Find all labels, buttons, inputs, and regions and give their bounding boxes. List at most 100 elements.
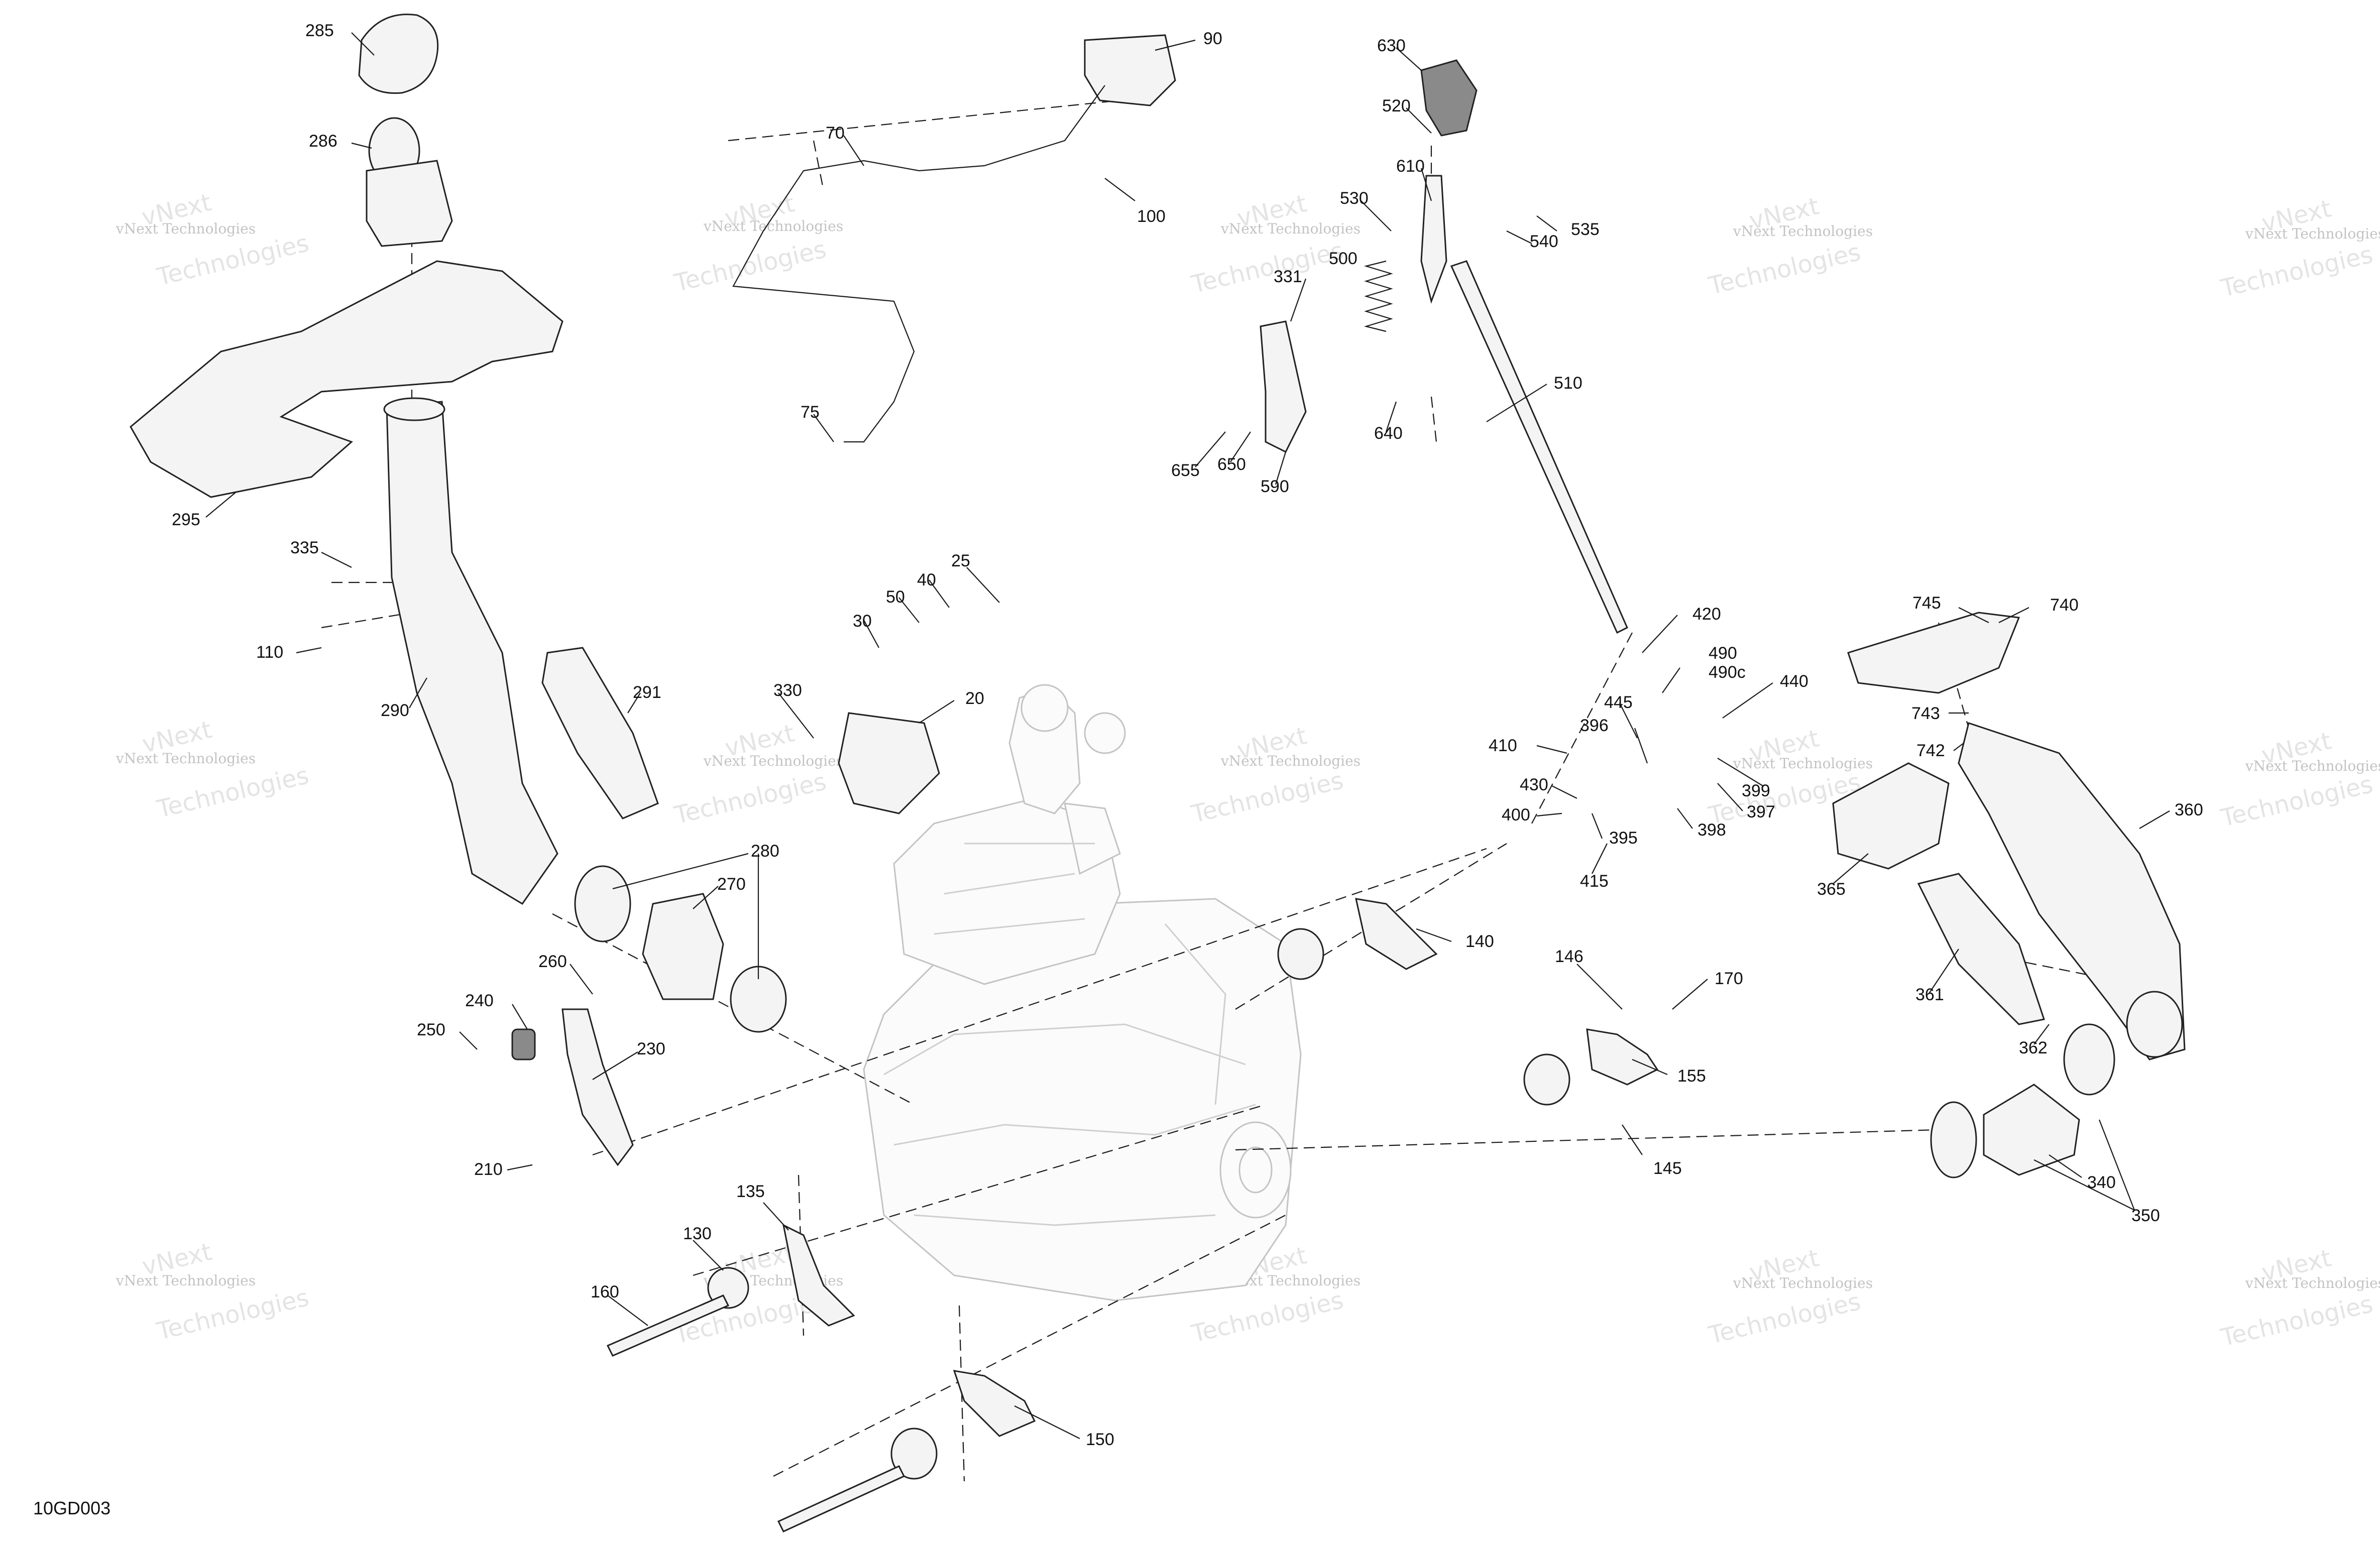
leader-lines — [205, 32, 2170, 1439]
part-label-230: 230 — [637, 1039, 665, 1058]
part-150-bracket — [953, 1370, 1036, 1437]
part-label-75: 75 — [801, 403, 820, 422]
part-label-490c: 490c — [1709, 663, 1746, 682]
part-label-150: 150 — [1086, 1430, 1114, 1449]
part-label-396: 396 — [1580, 716, 1609, 735]
part-label-146: 146 — [1555, 947, 1583, 966]
part-280-clamp — [574, 865, 631, 942]
svg-text:vNext Technologies: vNext Technologies — [703, 753, 843, 769]
svg-text:vNext Technologies: vNext Technologies — [1220, 220, 1361, 237]
watermark: vNext Technologies vNext Technologies — [671, 719, 843, 829]
part-labels: 285 286 295 335 110 290 291 280 270 260 … — [172, 21, 2203, 1449]
svg-text:vNext Technologies: vNext Technologies — [2245, 758, 2380, 774]
part-label-440: 440 — [1780, 672, 1808, 691]
part-label-415: 415 — [1580, 872, 1609, 891]
svg-text:Technologies: Technologies — [1188, 766, 1346, 828]
part-155-mount — [1523, 1053, 1570, 1106]
part-label-100: 100 — [1137, 207, 1166, 226]
part-label-740: 740 — [2050, 596, 2079, 615]
svg-text:vNext Technologies: vNext Technologies — [116, 220, 256, 237]
part-150-mount — [890, 1428, 938, 1480]
part-label-640: 640 — [1374, 424, 1403, 443]
part-label-520: 520 — [1382, 96, 1411, 115]
part-label-130: 130 — [683, 1224, 712, 1243]
watermark: vNext Technologies vNext Technologies — [2218, 727, 2380, 833]
part-label-630: 630 — [1377, 36, 1406, 55]
svg-text:Technologies: Technologies — [154, 761, 311, 823]
part-500-spring — [1364, 260, 1393, 332]
svg-text:vNext Technologies: vNext Technologies — [116, 750, 256, 767]
watermark: vNext Technologies vNext Technologies — [1706, 192, 1873, 300]
svg-text:Technologies: Technologies — [154, 229, 311, 291]
svg-text:vNext Technologies: vNext Technologies — [1733, 755, 1873, 772]
watermark: vNext Technologies vNext Technologies — [1706, 1244, 1873, 1350]
part-label-155: 155 — [1677, 1066, 1706, 1086]
watermark: vNext Technologies vNext Technologies — [2218, 1244, 2380, 1352]
part-155-bracket — [1586, 1028, 1659, 1086]
part-340-coupler — [1983, 1084, 2080, 1176]
part-label-398: 398 — [1697, 820, 1726, 840]
part-label-331: 331 — [1274, 267, 1302, 286]
part-label-399: 399 — [1742, 781, 1770, 800]
part-label-535: 535 — [1571, 220, 1600, 239]
part-70-harness — [732, 85, 1105, 443]
svg-text:Technologies: Technologies — [671, 767, 829, 829]
svg-text:Technologies: Technologies — [1188, 236, 1346, 299]
svg-text:Technologies: Technologies — [2218, 770, 2375, 833]
watermark: vNext Technologies vNext Technologies — [116, 188, 311, 291]
part-286-inlet-body — [366, 160, 453, 247]
part-160-bolt — [606, 1294, 730, 1357]
part-350-clamp — [2063, 1023, 2115, 1096]
svg-text:Technologies: Technologies — [1188, 1286, 1346, 1348]
svg-text:Technologies: Technologies — [2218, 241, 2375, 303]
part-label-500: 500 — [1329, 249, 1357, 268]
part-label-210: 210 — [474, 1160, 503, 1179]
part-label-50: 50 — [886, 587, 905, 607]
part-365-boot — [1832, 762, 1950, 870]
part-label-742: 742 — [1916, 741, 1945, 760]
part-label-410: 410 — [1489, 736, 1517, 755]
part-label-291: 291 — [633, 683, 661, 702]
part-20-module — [838, 712, 940, 814]
part-510-rod — [1450, 260, 1628, 634]
svg-text:Technologies: Technologies — [1706, 1287, 1863, 1350]
part-610-lever — [1420, 175, 1447, 304]
watermark: vNext Technologies vNext Technologies — [2218, 194, 2380, 303]
part-140-bracket — [1355, 898, 1438, 970]
svg-text:vNext Technologies: vNext Technologies — [1733, 223, 1873, 240]
part-740-bracket — [1847, 612, 2020, 694]
watermark: vNext Technologies vNext Technologies — [116, 716, 311, 823]
part-label-286: 286 — [309, 132, 337, 151]
watermark: vNext Technologies vNext Technologies — [1188, 722, 1361, 828]
part-590-linkage — [1260, 320, 1307, 453]
svg-text:vNext Technologies: vNext Technologies — [116, 1272, 256, 1289]
part-label-350: 350 — [2131, 1206, 2160, 1225]
part-350-clamp — [1930, 1101, 1977, 1178]
part-label-362: 362 — [2019, 1038, 2048, 1057]
part-361-liner — [1917, 873, 2045, 1025]
part-label-395: 395 — [1609, 828, 1638, 848]
part-label-655: 655 — [1171, 461, 1200, 480]
part-label-20: 20 — [965, 689, 984, 708]
svg-text:Technologies: Technologies — [154, 1283, 311, 1346]
part-label-25: 25 — [951, 551, 970, 570]
svg-text:vNext Technologies: vNext Technologies — [2245, 1275, 2380, 1291]
part-label-30: 30 — [853, 612, 872, 631]
part-label-743: 743 — [1911, 704, 1940, 723]
watermark: vNext Technologies vNext Technologies — [116, 1238, 311, 1346]
part-label-160: 160 — [591, 1282, 619, 1301]
part-label-361: 361 — [1915, 985, 1944, 1004]
part-label-530: 530 — [1340, 189, 1369, 208]
svg-text:vNext Technologies: vNext Technologies — [1733, 1275, 1873, 1291]
part-label-270: 270 — [717, 875, 746, 894]
part-label-430: 430 — [1520, 775, 1548, 794]
part-290-duct — [386, 401, 558, 905]
part-label-610: 610 — [1396, 157, 1425, 176]
svg-text:vNext Technologies: vNext Technologies — [703, 218, 843, 234]
part-90-switch — [1084, 34, 1176, 106]
part-label-140: 140 — [1465, 932, 1494, 951]
part-label-290: 290 — [381, 701, 409, 720]
svg-text:vNext Technologies: vNext Technologies — [1220, 753, 1361, 769]
part-150-bolt — [777, 1465, 905, 1532]
